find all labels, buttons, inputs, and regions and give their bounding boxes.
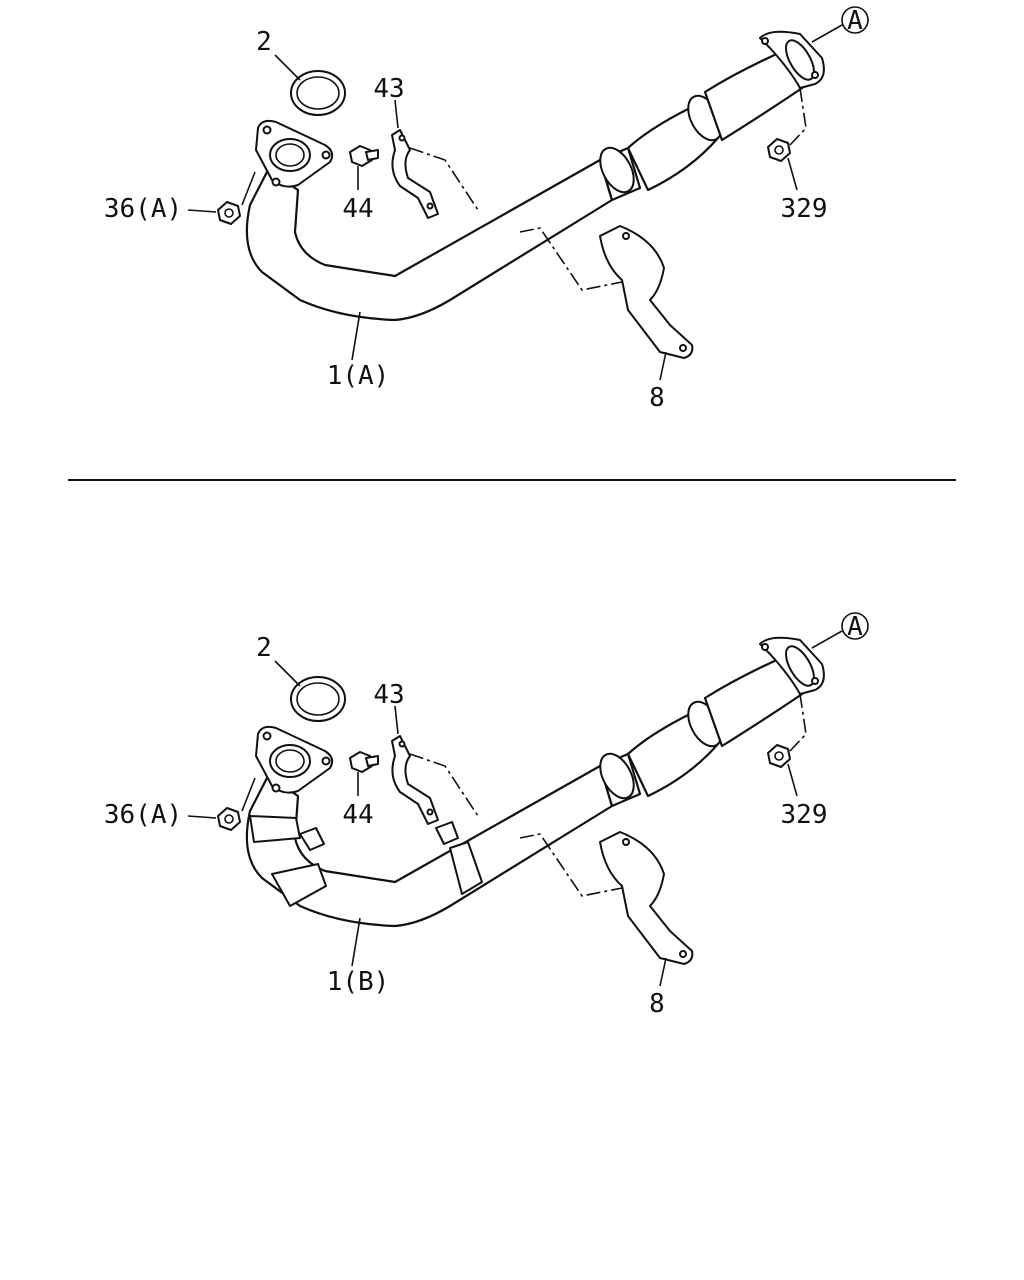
label-bracket-top: 8 [649,383,665,413]
label-nut-right-top: 329 [781,194,828,224]
label-pipe-bottom: 1(B) [327,967,390,997]
hanger-tab-mid [435,821,459,845]
label-nut-right-bottom: 329 [781,800,828,830]
pipe-assembly-top-drawing [186,5,870,382]
label-bolt-top: 44 [342,194,373,224]
label-gasket-top: 2 [256,27,272,57]
label-clamp-bottom: 43 [373,680,404,710]
callout-a-top: A [847,6,863,36]
label-pipe-top: 1(A) [327,361,390,391]
label-nut-left-top: 36(A) [104,194,182,224]
pipe-assembly-bottom-drawing [186,611,870,988]
hanger-tab-front [299,827,325,851]
front-flex-joint [249,815,301,843]
front-sleeve [271,863,327,907]
bottom-view: A 2 43 44 36(A) 329 1(B) 8 [104,611,870,1019]
label-nut-left-bottom: 36(A) [104,800,182,830]
top-view: A 2 43 44 36(A) 329 1(A) 8 [104,5,870,413]
label-clamp-top: 43 [373,74,404,104]
label-bolt-bottom: 44 [342,800,373,830]
label-gasket-bottom: 2 [256,633,272,663]
label-bracket-bottom: 8 [649,989,665,1019]
callout-a-bottom: A [847,612,863,642]
mid-sleeve [449,841,483,895]
